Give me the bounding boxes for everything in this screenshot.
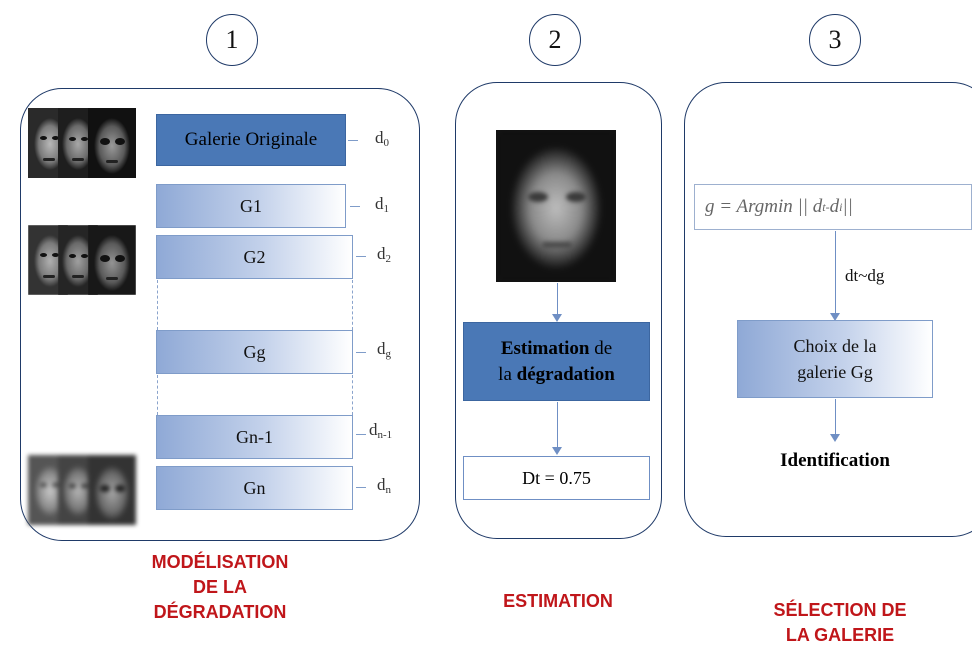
face-strip-blurred xyxy=(28,455,136,525)
gallery-gn-label: Gn xyxy=(243,477,266,498)
distance-dn-1: dn-1 xyxy=(369,420,393,441)
step-1-badge: 1 xyxy=(206,14,258,66)
face-photo-icon xyxy=(88,455,136,525)
step-3-badge: 3 xyxy=(809,14,861,66)
step-2-badge: 2 xyxy=(529,14,581,66)
tick-dg xyxy=(356,352,366,353)
distance-dn: dn xyxy=(377,475,391,496)
formula-sub-t: t- xyxy=(822,199,830,214)
estimation-bold: Estimation xyxy=(500,337,590,359)
gallery-gg-box: Gg xyxy=(156,330,353,374)
dashed-right-1 xyxy=(352,280,353,330)
gallery-g1-label: G1 xyxy=(240,195,262,216)
distance-d2: d2 xyxy=(377,244,391,265)
original-gallery-box: Galerie Originale xyxy=(156,114,346,166)
gallery-gn-1-box: Gn-1 xyxy=(156,415,353,459)
distance-d0: d0 xyxy=(375,128,389,149)
arrow-probe-to-estimation xyxy=(557,283,558,317)
modelisation-title-line2: DE LA xyxy=(193,577,247,597)
face-photo-icon xyxy=(88,225,136,295)
selection-title: SÉLECTION DE LA GALERIE xyxy=(745,598,935,648)
original-gallery-label: Galerie Originale xyxy=(184,129,318,150)
step-1-number: 1 xyxy=(225,25,239,54)
gallery-gg-label: Gg xyxy=(243,341,266,362)
modelisation-title: MODÉLISATION DE LA DÉGRADATION xyxy=(110,550,330,625)
tick-d2 xyxy=(356,256,366,257)
dashed-right-2 xyxy=(352,375,353,415)
modelisation-title-line1: MODÉLISATION xyxy=(151,552,289,572)
dt-dg-relation: dt~dg xyxy=(845,266,884,286)
identification-label: Identification xyxy=(740,450,930,472)
tick-dn xyxy=(356,487,366,488)
relation-text: dt~dg xyxy=(845,266,885,285)
choice-gallery-box: Choix de la galerie Gg xyxy=(737,320,933,398)
estimation-rest: de xyxy=(589,337,613,359)
arrow-down-icon xyxy=(552,314,562,322)
formula-end: || xyxy=(842,196,853,217)
gallery-g2-label: G2 xyxy=(243,246,266,267)
dt-value: Dt = 0.75 xyxy=(522,467,591,488)
distance-dg: dg xyxy=(377,339,391,360)
face-strip-degraded xyxy=(28,225,136,295)
modelisation-title-line3: DÉGRADATION xyxy=(153,602,287,622)
step-2-number: 2 xyxy=(548,25,562,54)
choice-line2: galerie Gg xyxy=(797,362,873,382)
arrow-choice-to-identification xyxy=(835,399,836,437)
estimation-la: la xyxy=(498,363,517,385)
probe-face-photo-icon xyxy=(496,130,616,282)
identification-text: Identification xyxy=(780,450,890,471)
selection-title-line1: SÉLECTION DE xyxy=(773,600,907,620)
arrow-down-icon xyxy=(830,313,840,321)
estimation-box: Estimation de la dégradation xyxy=(463,322,650,401)
estimation-panel xyxy=(455,82,662,539)
arrow-down-icon xyxy=(552,447,562,455)
distance-d1: d1 xyxy=(375,194,389,215)
face-photo-icon xyxy=(88,108,136,178)
degradation-bold: dégradation xyxy=(516,363,615,385)
selection-title-line2: LA GALERIE xyxy=(785,625,895,645)
arrow-formula-to-choice xyxy=(835,231,836,316)
selection-panel xyxy=(684,82,972,537)
dashed-left-1 xyxy=(157,280,158,330)
estimation-title: ESTIMATION xyxy=(468,589,648,614)
formula-mid: d xyxy=(829,196,840,217)
tick-dn-1 xyxy=(356,434,366,435)
modelisation-panel xyxy=(20,88,420,541)
arrow-down-icon xyxy=(830,434,840,442)
step-3-number: 3 xyxy=(828,25,842,54)
gallery-gn-box: Gn xyxy=(156,466,353,510)
arrow-estimation-to-dt xyxy=(557,402,558,450)
gallery-g1-box: G1 xyxy=(156,184,346,228)
dashed-left-2 xyxy=(157,375,158,415)
formula-sub-i: i xyxy=(839,199,843,214)
gallery-gn-1-label: Gn-1 xyxy=(236,426,273,447)
gallery-g2-box: G2 xyxy=(156,235,353,279)
estimation-title-text: ESTIMATION xyxy=(503,591,613,611)
tick-d0 xyxy=(348,140,358,141)
dt-value-box: Dt = 0.75 xyxy=(463,456,650,500)
tick-d1 xyxy=(350,206,360,207)
face-strip-original xyxy=(28,108,136,178)
choice-line1: Choix de la xyxy=(793,336,877,356)
formula-main: g = Argmin || d xyxy=(705,196,823,217)
